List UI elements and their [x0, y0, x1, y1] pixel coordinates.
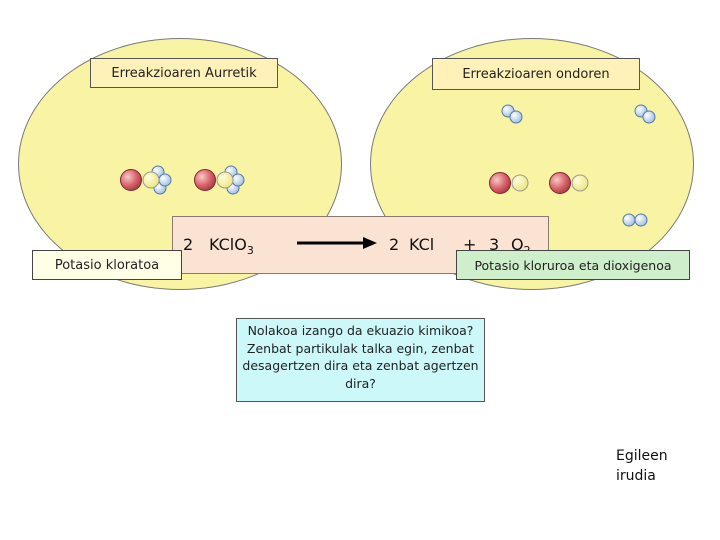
o2-molecule	[501, 104, 523, 124]
oxygen-atom	[642, 110, 656, 124]
potassium-atom	[549, 172, 571, 194]
chlorine-atom	[571, 174, 589, 192]
reactant-formula: KClO3	[209, 235, 254, 258]
oxygen-atom	[158, 173, 172, 187]
product1-formula: KCl	[409, 235, 435, 254]
o2-molecule	[622, 213, 648, 227]
plus-sign: +	[463, 235, 477, 254]
product2-coefficient: 3	[489, 235, 500, 254]
reaction-arrow-icon	[297, 237, 377, 249]
after-title-text: Erreakzioaren ondoren	[462, 66, 610, 82]
kclo3-molecule	[194, 165, 245, 195]
question-text: Nolakoa izango da ekuazio kimikoa? Zenba…	[242, 323, 479, 391]
image-credit: Egileen irudia	[616, 446, 686, 486]
after-caption: Potasio kloruroa eta dioxigenoa	[456, 250, 690, 280]
o2-molecule	[634, 104, 656, 124]
credit-line-1: Egileen	[616, 448, 668, 464]
product1-coefficient: 2	[389, 235, 400, 254]
oxygen-atom	[622, 213, 636, 227]
chlorine-atom	[511, 174, 529, 192]
before-caption-text: Potasio kloratoa	[54, 257, 160, 273]
oxygen-atom	[231, 173, 245, 187]
question-box: Nolakoa izango da ekuazio kimikoa? Zenba…	[236, 318, 485, 402]
oxygen-atom	[509, 110, 523, 124]
reactant-subscript: 3	[246, 244, 254, 258]
potassium-atom	[194, 169, 216, 191]
before-title: Erreakzioaren Aurretik	[90, 58, 278, 88]
after-title: Erreakzioaren ondoren	[432, 58, 640, 90]
kcl-molecule	[549, 172, 589, 194]
credit-line-2: irudia	[616, 468, 656, 484]
chlorine-atom	[216, 171, 234, 189]
before-caption: Potasio kloratoa	[32, 250, 182, 280]
potassium-atom	[489, 172, 511, 194]
potassium-atom	[120, 169, 142, 191]
oxygen-atom	[634, 213, 648, 227]
reactant-coefficient: 2	[183, 235, 194, 254]
kcl-molecule	[489, 172, 529, 194]
chlorine-atom	[142, 171, 160, 189]
before-title-text: Erreakzioaren Aurretik	[111, 65, 257, 81]
kclo3-molecule	[120, 165, 172, 195]
after-caption-text: Potasio kloruroa eta dioxigenoa	[474, 257, 672, 273]
